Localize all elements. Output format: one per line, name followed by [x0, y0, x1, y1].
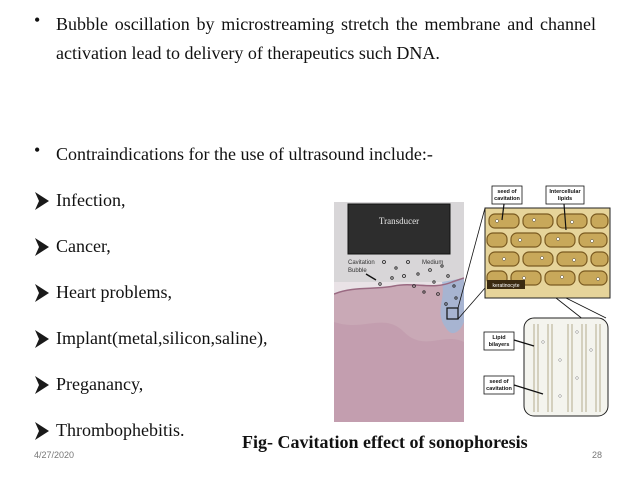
transducer-block	[347, 203, 451, 255]
bullet-text: Contraindications for the use of ultraso…	[56, 144, 433, 164]
seed-label-2: seed of	[489, 379, 508, 385]
seed-pointer	[501, 203, 505, 221]
bilayers-label: bilayers	[489, 342, 510, 348]
bubbles	[378, 260, 458, 306]
arrow-bullet-icon	[35, 422, 49, 440]
cells-panel: keratinocyte	[484, 207, 611, 299]
transducer-label: Transducer	[379, 216, 419, 226]
seed-pointer-2	[513, 384, 544, 395]
bullet-dot: •	[34, 10, 41, 30]
lipids-pointer	[563, 203, 567, 231]
lipid-label: Lipid	[492, 335, 505, 341]
figure-caption: Fig- Cavitation effect of sonophoresis	[242, 432, 528, 452]
arrow-bullet-icon	[35, 238, 49, 256]
keratinocyte-label: keratinocyte	[493, 283, 520, 289]
page-number: 28	[592, 450, 603, 460]
seed-label: seed of	[497, 189, 516, 195]
list-item-label: Implant(metal,silicon,saline),	[56, 328, 268, 348]
zoom-line	[457, 287, 486, 320]
list-item-label: Thrombophebitis.	[56, 420, 185, 440]
bullet-dot: •	[34, 140, 41, 160]
inset-marker	[446, 307, 459, 320]
arrow-bullet-icon	[35, 376, 49, 394]
lipids-label-box	[545, 185, 585, 205]
bubble-label: Bubble	[348, 268, 367, 274]
cavitation-label: Cavitation	[348, 260, 375, 266]
list-item-label: Infection,	[56, 190, 126, 210]
sonophoresis-figure: Transducer Cavitation Bubble Medium	[334, 185, 611, 422]
bubble-pointer	[365, 273, 377, 281]
list-item-label: Heart problems,	[56, 282, 172, 302]
arrow-bullet-icon	[35, 192, 49, 210]
cavitation-label-2: cavitation	[486, 386, 512, 392]
list-item-label: Preganancy,	[56, 374, 144, 394]
cavitation-small-label: cavitation	[494, 196, 520, 202]
bilayer-panel	[523, 317, 609, 417]
intercellular-label: Intercellular	[549, 189, 581, 195]
zoom-line	[565, 297, 607, 319]
bilayers-pointer	[513, 339, 535, 347]
zoom-line	[457, 207, 486, 309]
seed-label-box	[491, 185, 523, 205]
list-item-label: Cancer,	[56, 236, 111, 256]
bilayers-label-box	[483, 331, 515, 351]
zoom-line	[555, 297, 585, 321]
arrow-bullet-icon	[35, 284, 49, 302]
footer-date: 4/27/2020	[34, 450, 75, 460]
medium-label: Medium	[422, 260, 443, 266]
lipids-label: lipids	[558, 196, 572, 202]
arrow-bullet-icon	[35, 330, 49, 348]
bullet-text: Bubble oscillation by microstreaming str…	[56, 14, 596, 63]
